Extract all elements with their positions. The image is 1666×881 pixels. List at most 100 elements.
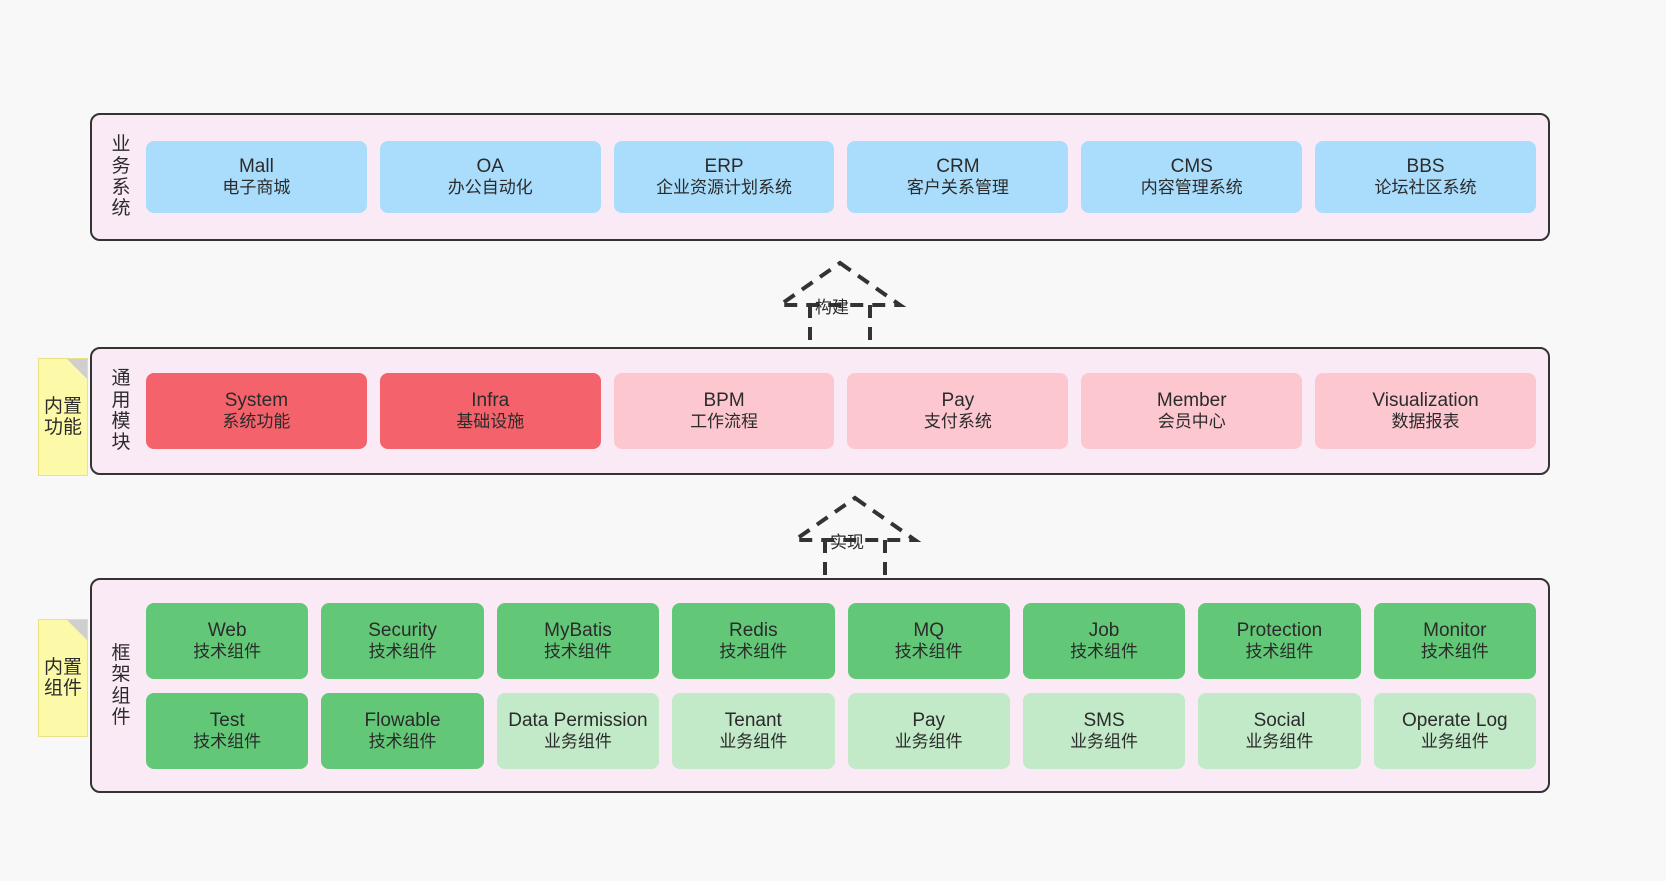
layer-framework-component: 框架组件 Web 技术组件 Security 技术组件 MyBatis 技术组件…: [90, 578, 1550, 793]
card-sms[interactable]: SMS 业务组件: [1022, 692, 1186, 769]
card-mybatis[interactable]: MyBatis 技术组件: [496, 602, 660, 679]
card-title: Flowable: [364, 709, 441, 731]
card-crm[interactable]: CRM 客户关系管理: [847, 141, 1069, 213]
card-title: OA: [476, 156, 504, 178]
card-title: Redis: [729, 619, 778, 641]
card-web[interactable]: Web 技术组件: [146, 602, 309, 679]
card-subtitle: 业务组件: [719, 731, 788, 751]
card-pay[interactable]: Pay 支付系统: [847, 373, 1069, 449]
card-oa[interactable]: OA 办公自动化: [379, 141, 601, 213]
card-title: MQ: [913, 619, 944, 641]
card-title: CRM: [936, 156, 980, 178]
card-subtitle: 客户关系管理: [906, 178, 1009, 198]
card-title: Pay: [941, 390, 975, 412]
card-title: BPM: [703, 390, 745, 412]
card-flowable[interactable]: Flowable 技术组件: [321, 692, 484, 769]
sticky-fold-icon: [67, 359, 87, 379]
card-subtitle: 技术组件: [1420, 641, 1489, 661]
layer-body-framework-component: Web 技术组件 Security 技术组件 MyBatis 技术组件 Redi…: [146, 580, 1536, 791]
card-subtitle: 技术组件: [368, 641, 437, 661]
layer-title-common-module: 通用模块: [111, 368, 131, 454]
card-title: Infra: [471, 390, 510, 412]
card-subtitle: 技术组件: [894, 641, 963, 661]
card-subtitle: 技术组件: [1245, 641, 1314, 661]
card-erp[interactable]: ERP 企业资源计划系统: [613, 141, 835, 213]
sticky-note-label: 内置功能: [43, 395, 82, 438]
card-subtitle: 业务组件: [894, 731, 963, 751]
card-data-permission[interactable]: Data Permission 业务组件: [496, 692, 660, 769]
card-subtitle: 技术组件: [368, 731, 437, 751]
card-cms[interactable]: CMS 内容管理系统: [1081, 141, 1303, 213]
card-row: Web 技术组件 Security 技术组件 MyBatis 技术组件 Redi…: [146, 602, 1536, 679]
card-title: Protection: [1236, 619, 1323, 641]
card-tenant[interactable]: Tenant 业务组件: [672, 692, 835, 769]
layer-title-business-system: 业务系统: [111, 134, 131, 220]
card-subtitle: 会员中心: [1157, 412, 1226, 432]
card-title: Pay: [912, 709, 946, 731]
card-subtitle: 内容管理系统: [1140, 178, 1243, 198]
connector-implement-label: 实现: [830, 533, 864, 552]
card-title: Web: [207, 619, 247, 641]
card-subtitle: 系统功能: [222, 412, 291, 432]
connector-build: 构建: [755, 255, 925, 352]
card-subtitle: 企业资源计划系统: [656, 178, 793, 198]
card-mq[interactable]: MQ 技术组件: [847, 602, 1010, 679]
card-title: MyBatis: [544, 619, 612, 641]
card-row: Test 技术组件 Flowable 技术组件 Data Permission …: [146, 692, 1536, 769]
card-subtitle: 业务组件: [1070, 731, 1139, 751]
card-subtitle: 数据报表: [1391, 412, 1460, 432]
card-infra[interactable]: Infra 基础设施: [379, 373, 601, 449]
card-title: SMS: [1083, 709, 1125, 731]
card-subtitle: 技术组件: [719, 641, 788, 661]
layer-common-module: 通用模块 System 系统功能 Infra 基础设施 BPM 工作流程 Pay…: [90, 347, 1550, 475]
sticky-note-builtin-feature: 内置功能: [38, 358, 88, 476]
card-title: BBS: [1406, 156, 1445, 178]
card-member[interactable]: Member 会员中心: [1081, 373, 1303, 449]
card-visualization[interactable]: Visualization 数据报表: [1315, 373, 1536, 449]
card-redis[interactable]: Redis 技术组件: [672, 602, 835, 679]
card-test[interactable]: Test 技术组件: [146, 692, 309, 769]
card-title: CMS: [1170, 156, 1213, 178]
card-title: Monitor: [1423, 619, 1487, 641]
card-title: ERP: [704, 156, 744, 178]
card-row: Mall 电子商城 OA 办公自动化 ERP 企业资源计划系统 CRM 客户关系…: [146, 141, 1536, 213]
card-row: System 系统功能 Infra 基础设施 BPM 工作流程 Pay 支付系统…: [146, 373, 1536, 449]
card-subtitle: 支付系统: [923, 412, 992, 432]
card-subtitle: 业务组件: [1420, 731, 1489, 751]
card-operate-log[interactable]: Operate Log 业务组件: [1373, 692, 1536, 769]
layer-title-framework-component: 框架组件: [111, 642, 131, 728]
connector-implement: 实现: [770, 490, 940, 587]
card-protection[interactable]: Protection 技术组件: [1198, 602, 1361, 679]
card-title: Operate Log: [1401, 709, 1508, 731]
sticky-note-label: 内置组件: [43, 656, 82, 699]
card-subtitle: 技术组件: [1070, 641, 1139, 661]
card-job[interactable]: Job 技术组件: [1022, 602, 1186, 679]
layer-business-system: 业务系统 Mall 电子商城 OA 办公自动化 ERP 企业资源计划系统 CRM…: [90, 113, 1550, 241]
card-subtitle: 电子商城: [222, 178, 291, 198]
card-security[interactable]: Security 技术组件: [321, 602, 484, 679]
card-subtitle: 论坛社区系统: [1374, 178, 1477, 198]
card-title: System: [224, 390, 289, 412]
layer-body-business-system: Mall 电子商城 OA 办公自动化 ERP 企业资源计划系统 CRM 客户关系…: [146, 115, 1536, 239]
card-title: Test: [209, 709, 245, 731]
card-pay-biz[interactable]: Pay 业务组件: [847, 692, 1010, 769]
connector-build-label: 构建: [815, 298, 849, 317]
card-title: Job: [1088, 619, 1120, 641]
card-social[interactable]: Social 业务组件: [1198, 692, 1361, 769]
card-system[interactable]: System 系统功能: [146, 373, 367, 449]
card-subtitle: 基础设施: [456, 412, 525, 432]
card-subtitle: 工作流程: [690, 412, 759, 432]
card-monitor[interactable]: Monitor 技术组件: [1373, 602, 1536, 679]
card-bbs[interactable]: BBS 论坛社区系统: [1315, 141, 1536, 213]
card-title: Member: [1156, 390, 1227, 412]
card-subtitle: 业务组件: [1245, 731, 1314, 751]
card-title: Mall: [238, 156, 274, 178]
card-title: Visualization: [1372, 390, 1479, 412]
sticky-fold-icon: [67, 620, 87, 640]
card-mall[interactable]: Mall 电子商城: [146, 141, 367, 213]
layer-body-common-module: System 系统功能 Infra 基础设施 BPM 工作流程 Pay 支付系统…: [146, 349, 1536, 473]
card-bpm[interactable]: BPM 工作流程: [613, 373, 835, 449]
card-subtitle: 业务组件: [543, 731, 612, 751]
card-title: Tenant: [724, 709, 782, 731]
